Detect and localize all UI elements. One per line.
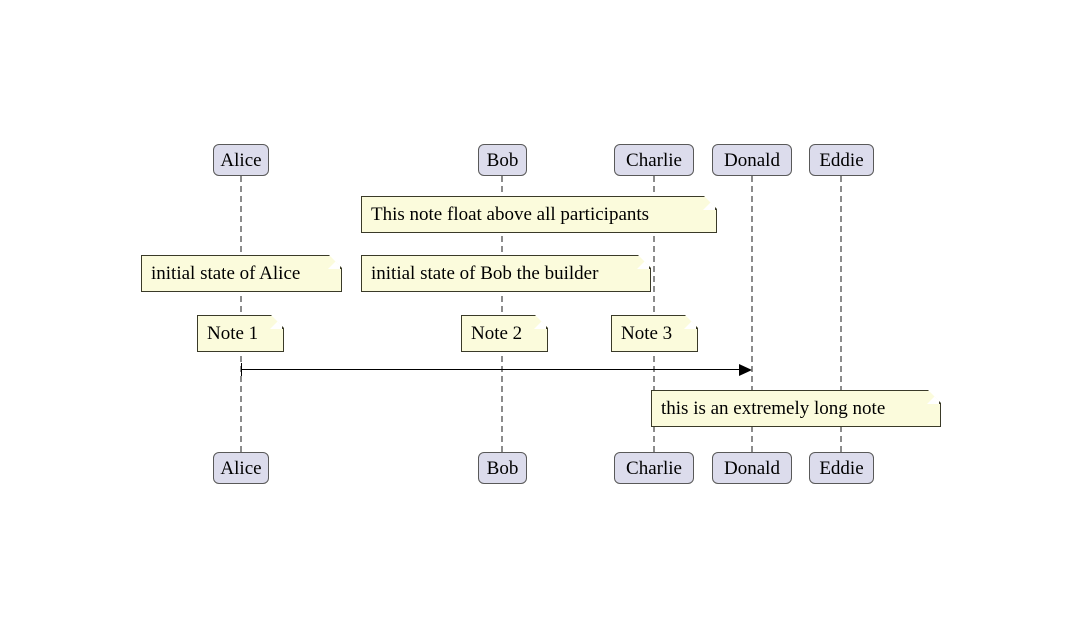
participant-label: Donald bbox=[724, 457, 780, 479]
participant-top-alice[interactable]: Alice bbox=[213, 144, 269, 176]
note-fold-icon bbox=[534, 316, 547, 329]
participant-label: Charlie bbox=[626, 457, 682, 479]
note-initial-state-alice[interactable]: initial state of Alice bbox=[141, 255, 342, 292]
note-text: Note 1 bbox=[207, 323, 259, 344]
participant-bottom-alice[interactable]: Alice bbox=[213, 452, 269, 484]
lifeline-bob bbox=[501, 176, 503, 452]
note-text: Note 2 bbox=[471, 323, 523, 344]
participant-label: Bob bbox=[486, 457, 519, 479]
participant-label: Bob bbox=[486, 149, 519, 171]
note-fold-icon bbox=[684, 316, 697, 329]
participant-bottom-bob[interactable]: Bob bbox=[478, 452, 527, 484]
note-2[interactable]: Note 2 bbox=[461, 315, 548, 352]
note-float-above-all-participants[interactable]: This note float above all participants bbox=[361, 196, 717, 233]
note-fold-icon bbox=[270, 316, 283, 329]
participant-top-charlie[interactable]: Charlie bbox=[614, 144, 694, 176]
lifeline-donald bbox=[751, 176, 753, 452]
participant-bottom-eddie[interactable]: Eddie bbox=[809, 452, 874, 484]
note-text: Note 3 bbox=[621, 323, 673, 344]
lifeline-alice bbox=[240, 176, 242, 452]
message-arrow-head-icon bbox=[739, 364, 752, 376]
participant-label: Donald bbox=[724, 149, 780, 171]
lifeline-charlie bbox=[653, 176, 655, 452]
note-1[interactable]: Note 1 bbox=[197, 315, 284, 352]
participant-label: Alice bbox=[220, 457, 262, 479]
note-text: this is an extremely long note bbox=[661, 398, 886, 419]
participant-top-bob[interactable]: Bob bbox=[478, 144, 527, 176]
participant-label: Eddie bbox=[819, 149, 864, 171]
note-fold-icon bbox=[927, 391, 940, 404]
lifeline-eddie bbox=[840, 176, 842, 452]
note-fold-icon bbox=[703, 197, 716, 210]
participant-label: Charlie bbox=[626, 149, 682, 171]
note-3[interactable]: Note 3 bbox=[611, 315, 698, 352]
note-text: initial state of Alice bbox=[151, 263, 301, 284]
note-text: This note float above all participants bbox=[371, 204, 650, 225]
participant-label: Eddie bbox=[819, 457, 864, 479]
participant-bottom-donald[interactable]: Donald bbox=[712, 452, 792, 484]
note-fold-icon bbox=[328, 256, 341, 269]
note-initial-state-bob[interactable]: initial state of Bob the builder bbox=[361, 255, 651, 292]
participant-bottom-charlie[interactable]: Charlie bbox=[614, 452, 694, 484]
message-arrow-line[interactable] bbox=[241, 369, 739, 370]
participant-top-eddie[interactable]: Eddie bbox=[809, 144, 874, 176]
note-extremely-long[interactable]: this is an extremely long note bbox=[651, 390, 941, 427]
note-fold-icon bbox=[637, 256, 650, 269]
note-text: initial state of Bob the builder bbox=[371, 263, 599, 284]
participant-label: Alice bbox=[220, 149, 262, 171]
participant-top-donald[interactable]: Donald bbox=[712, 144, 792, 176]
